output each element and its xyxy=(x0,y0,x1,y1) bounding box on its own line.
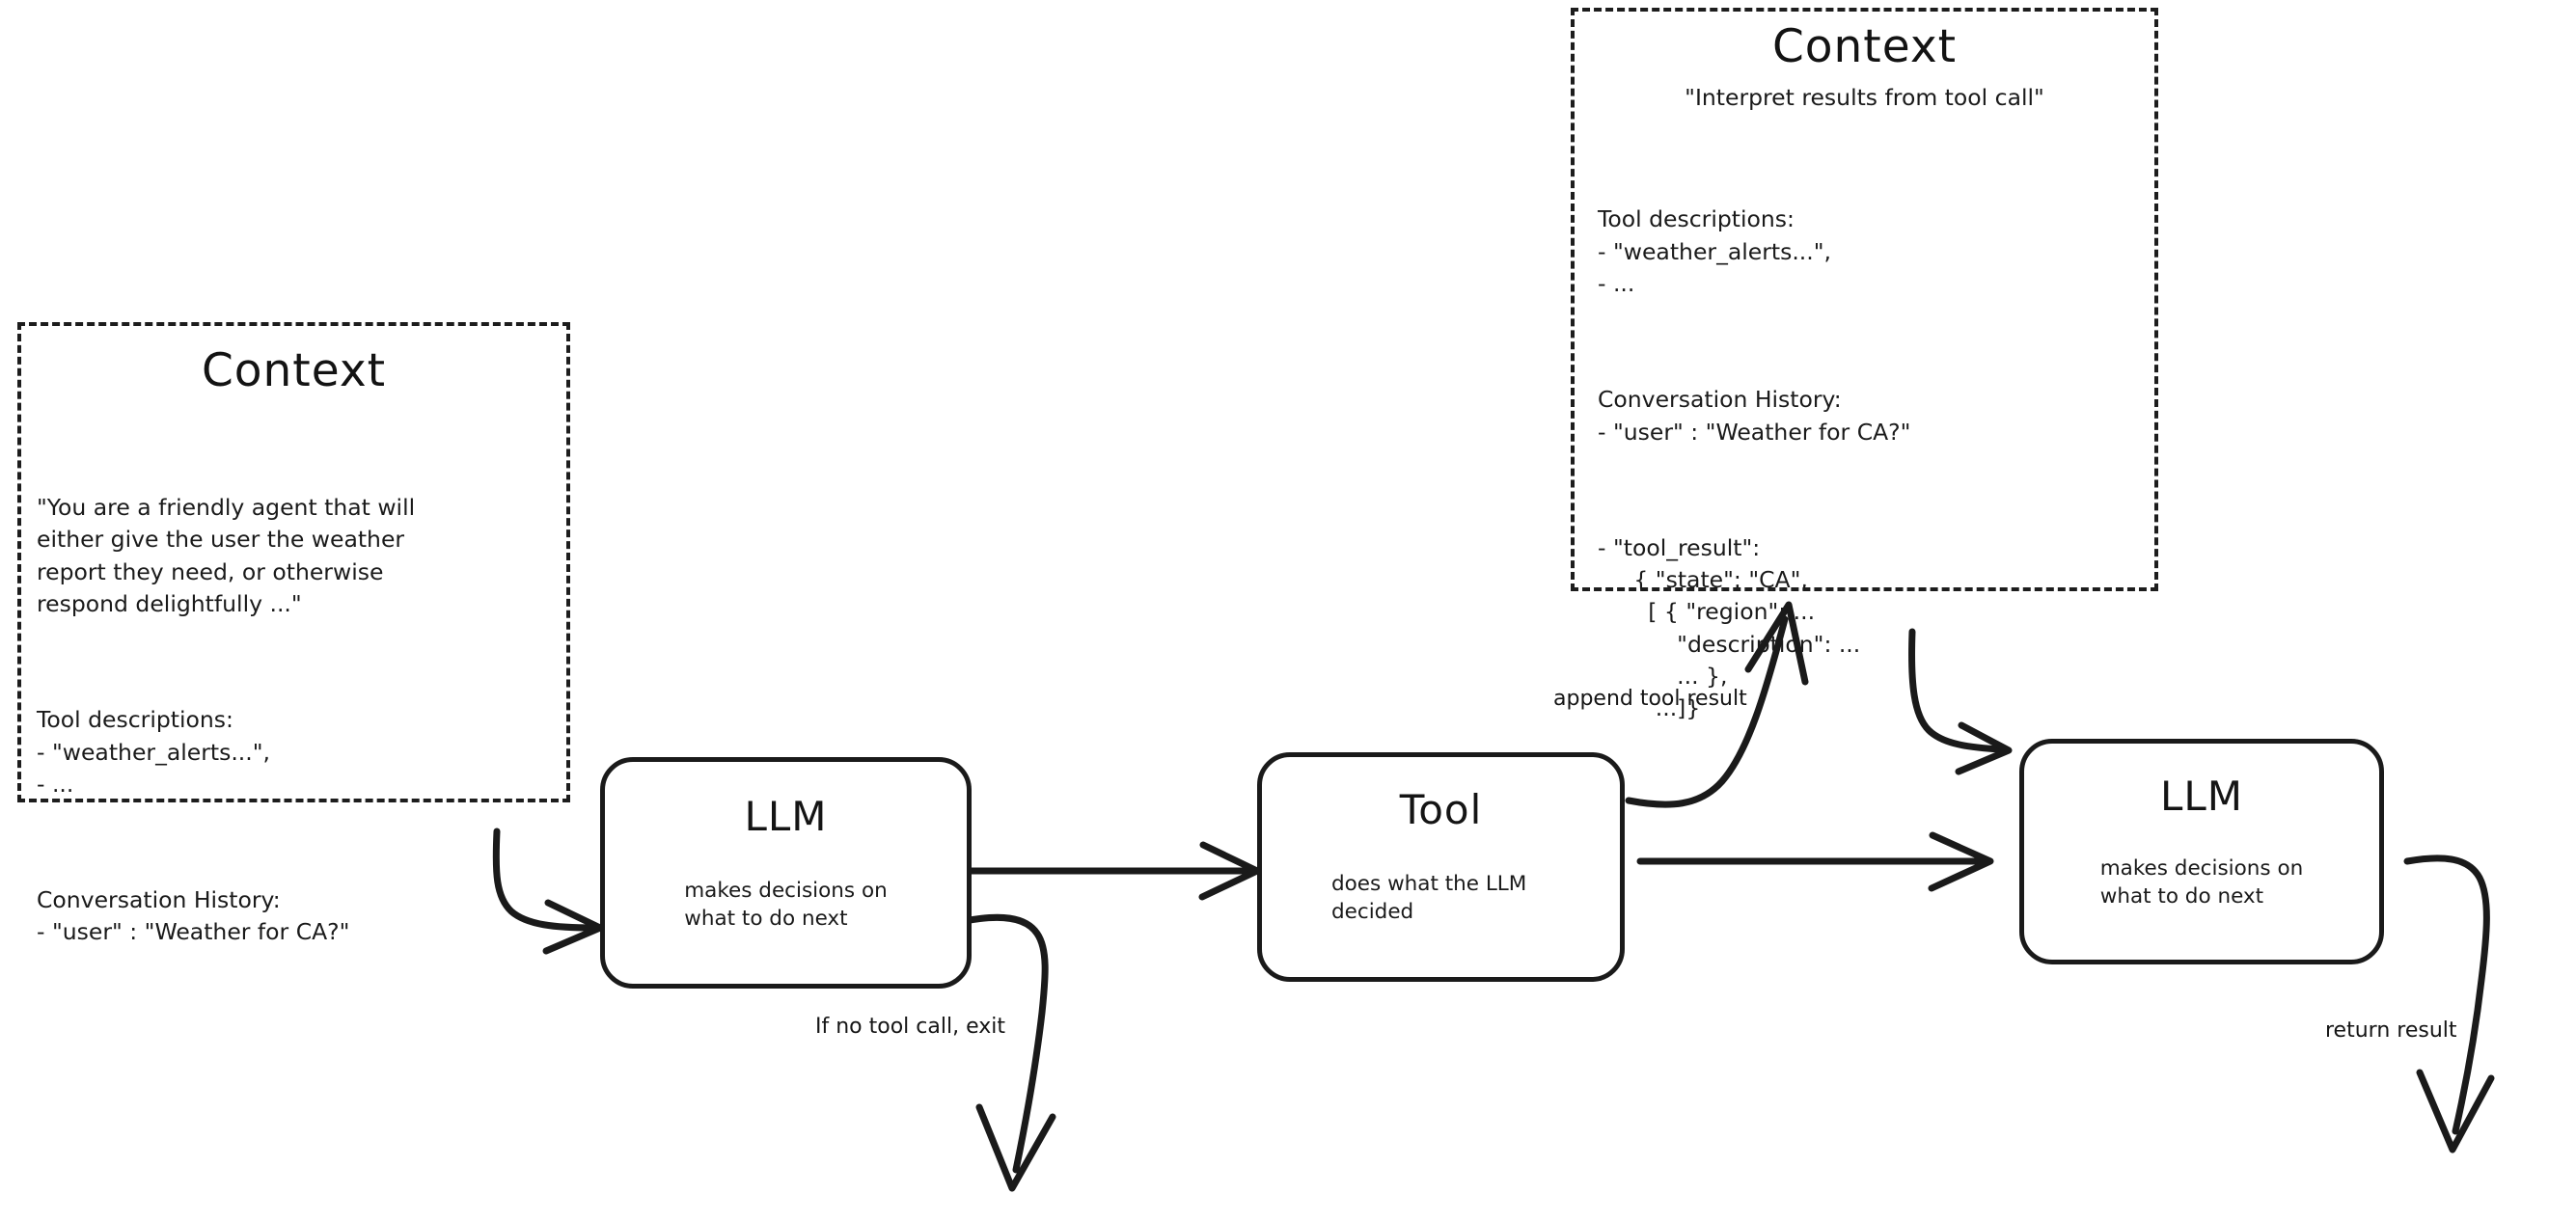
node-llm-second[interactable]: LLM makes decisions on what to do next xyxy=(2019,739,2384,964)
arrow-no-tool-call-exit xyxy=(961,913,1056,1192)
context-box-left: Context "You are a friendly agent that w… xyxy=(17,322,570,945)
node-llm-second-title: LLM xyxy=(2159,773,2244,820)
context-box-right: Context "Interpret results from tool cal… xyxy=(1571,8,2158,721)
node-llm-second-subtitle: makes decisions on what to do next xyxy=(2099,856,2304,909)
node-tool[interactable]: Tool does what the LLM decided xyxy=(1257,752,1625,982)
context-left-body: "You are a friendly agent that will eith… xyxy=(37,427,543,1013)
context-right-paragraph-tool-result: - "tool_result": { "state": "CA", [ { "r… xyxy=(1598,533,1861,722)
context-right-paragraph-tools: Tool descriptions: - "weather_alerts..."… xyxy=(1598,205,1832,298)
context-left-paragraph-system: "You are a friendly agent that will eith… xyxy=(37,494,416,618)
node-llm-first-title: LLM xyxy=(744,793,828,840)
context-left-paragraph-history: Conversation History: - "user" : "Weathe… xyxy=(37,886,350,946)
node-llm-first[interactable]: LLM makes decisions on what to do next xyxy=(600,757,972,989)
context-right-title: Context xyxy=(1771,20,1958,73)
node-llm-first-subtitle: makes decisions on what to do next xyxy=(684,879,888,932)
edge-label-append-tool-result: append tool result xyxy=(1553,687,1747,711)
context-left-paragraph-tools: Tool descriptions: - "weather_alerts..."… xyxy=(37,706,271,798)
context-right-paragraph-history: Conversation History: - "user" : "Weathe… xyxy=(1598,386,1911,446)
edge-label-return-result: return result xyxy=(2325,1018,2457,1043)
context-right-prompt: "Interpret results from tool call" xyxy=(1685,84,2044,112)
context-right-body: Tool descriptions: - "weather_alerts..."… xyxy=(1598,140,2135,790)
context-left-title: Context xyxy=(201,344,387,397)
node-tool-title: Tool xyxy=(1399,786,1483,833)
arrow-tool-to-llm2 xyxy=(1636,831,1994,892)
arrow-llm-to-tool xyxy=(968,841,1261,901)
node-tool-subtitle: does what the LLM decided xyxy=(1331,872,1527,925)
arrow-return-result xyxy=(2403,855,2495,1153)
edge-label-no-tool-call: If no tool call, exit xyxy=(815,1015,1005,1039)
